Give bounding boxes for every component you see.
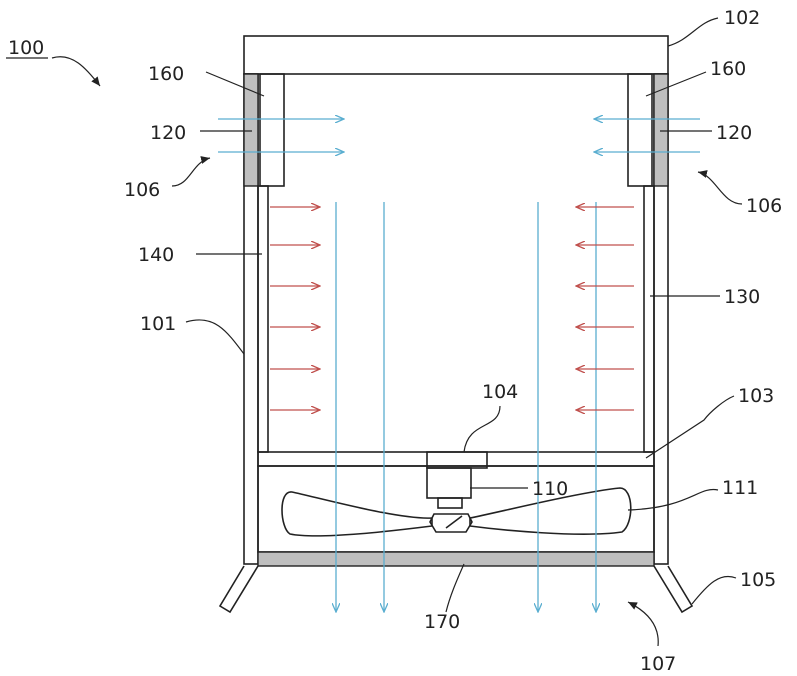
left-heater xyxy=(257,185,269,453)
label-104: 104 xyxy=(482,381,518,403)
leader-106-left xyxy=(171,156,211,187)
motor-shaft xyxy=(437,497,463,509)
leader-102 xyxy=(667,17,719,47)
label-160-right: 160 xyxy=(710,58,746,80)
leader-104 xyxy=(463,405,501,453)
label-105: 105 xyxy=(740,569,776,591)
right-uv-lamp xyxy=(627,73,653,187)
label-120-left: 120 xyxy=(150,122,186,144)
label-103: 103 xyxy=(738,385,774,407)
leader-160-right xyxy=(645,71,707,97)
fan-hub-slant xyxy=(445,515,463,529)
leader-106-right xyxy=(697,170,743,205)
leader-107 xyxy=(627,601,659,647)
fan-hub xyxy=(429,513,473,533)
label-111: 111 xyxy=(722,477,758,499)
label-107: 107 xyxy=(640,653,676,675)
downflow-arrows xyxy=(336,202,596,612)
right-leg xyxy=(653,565,694,614)
label-102: 102 xyxy=(724,7,760,29)
left-uv-lamp xyxy=(259,73,285,187)
fan-chamber xyxy=(257,465,655,553)
inflow-arrows-left xyxy=(218,119,344,152)
leader-170 xyxy=(445,563,465,613)
label-130: 130 xyxy=(724,286,760,308)
label-106-right: 106 xyxy=(746,195,782,217)
label-106-left: 106 xyxy=(124,179,160,201)
label-110: 110 xyxy=(532,478,568,500)
leader-100 xyxy=(51,56,101,87)
motor xyxy=(426,467,472,499)
label-101: 101 xyxy=(140,313,176,335)
leader-111 xyxy=(627,488,719,511)
left-leg xyxy=(218,565,259,614)
heat-arrows-right xyxy=(576,207,634,410)
partition-plate xyxy=(257,451,655,467)
label-120-right: 120 xyxy=(716,122,752,144)
bottom-filter xyxy=(257,551,655,567)
label-160-left: 160 xyxy=(148,63,184,85)
left-gray-panel xyxy=(243,73,259,187)
leader-105 xyxy=(691,575,737,605)
label-100: 100 xyxy=(8,37,44,59)
label-140: 140 xyxy=(138,244,174,266)
label-170: 170 xyxy=(424,611,460,633)
inflow-arrows-right xyxy=(594,119,700,152)
right-heater xyxy=(643,185,655,453)
top-cover xyxy=(243,35,669,75)
heat-arrows-left xyxy=(270,207,320,410)
right-gray-panel xyxy=(653,73,669,187)
leader-101 xyxy=(185,319,245,355)
leader-103 xyxy=(645,395,735,459)
fan-blade-left xyxy=(281,491,433,537)
leader-160-left xyxy=(205,71,265,97)
